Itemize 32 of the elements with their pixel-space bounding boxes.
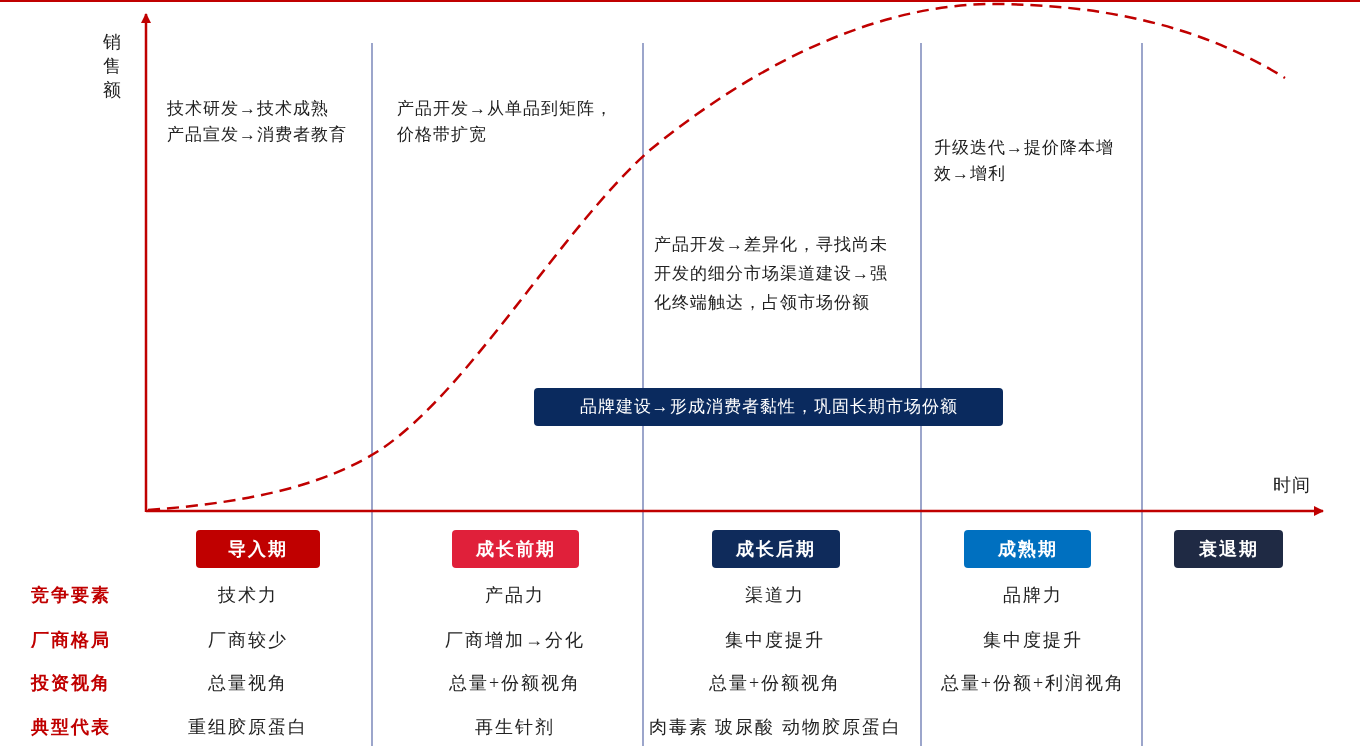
table-cell-text: 品牌力 [1003,584,1063,607]
axis-title: 销售额 [103,31,122,102]
table-cell-text: 厂商增加→分化 [445,629,585,652]
axis-title: 时间 [1273,474,1311,497]
phase-badge: 成长前期 [452,530,579,568]
phase-badge: 衰退期 [1174,530,1283,568]
phase-badge: 成长后期 [712,530,840,568]
phase-badge: 成熟期 [964,530,1091,568]
table-cell-text: 产品力 [485,584,545,607]
table-cell-text: 渠道力 [745,584,805,607]
table-cell-text: 总量+份额视角 [708,672,842,695]
annotation-text: 产品开发→差异化，寻找尚未开发的细分市场渠道建设→强化终端触达，占领市场份额 [654,234,889,314]
table-cell-text: 厂商较少 [208,629,288,652]
table-cell-text: 技术力 [218,584,278,607]
row-header: 厂商格局 [31,629,111,652]
annotation-text: 产品开发→从单品到矩阵，价格带扩宽 [397,98,614,146]
table-cell-text: 再生针剂 [475,716,555,739]
row-header: 典型代表 [31,716,111,739]
row-header: 投资视角 [31,672,111,695]
annotation-text: 升级迭代→提价降本增效→增利 [934,137,1115,185]
row-header: 竞争要素 [31,584,111,607]
table-cell-text: 肉毒素 玻尿酸 动物胶原蛋白 [648,716,902,739]
table-cell-text: 重组胶原蛋白 [188,716,308,739]
annotation-text: 产品宣发→消费者教育 [167,124,347,146]
strategy-banner: 品牌建设→形成消费者黏性，巩固长期市场份额 [534,388,1003,426]
table-cell-text: 总量+份额视角 [448,672,582,695]
phase-badge: 导入期 [196,530,320,568]
table-cell-text: 总量+份额+利润视角 [940,672,1126,695]
annotation-text: 技术研发→技术成熟 [167,98,329,120]
table-cell-text: 集中度提升 [983,629,1083,652]
table-cell-text: 总量视角 [208,672,288,695]
table-cell-text: 集中度提升 [725,629,825,652]
